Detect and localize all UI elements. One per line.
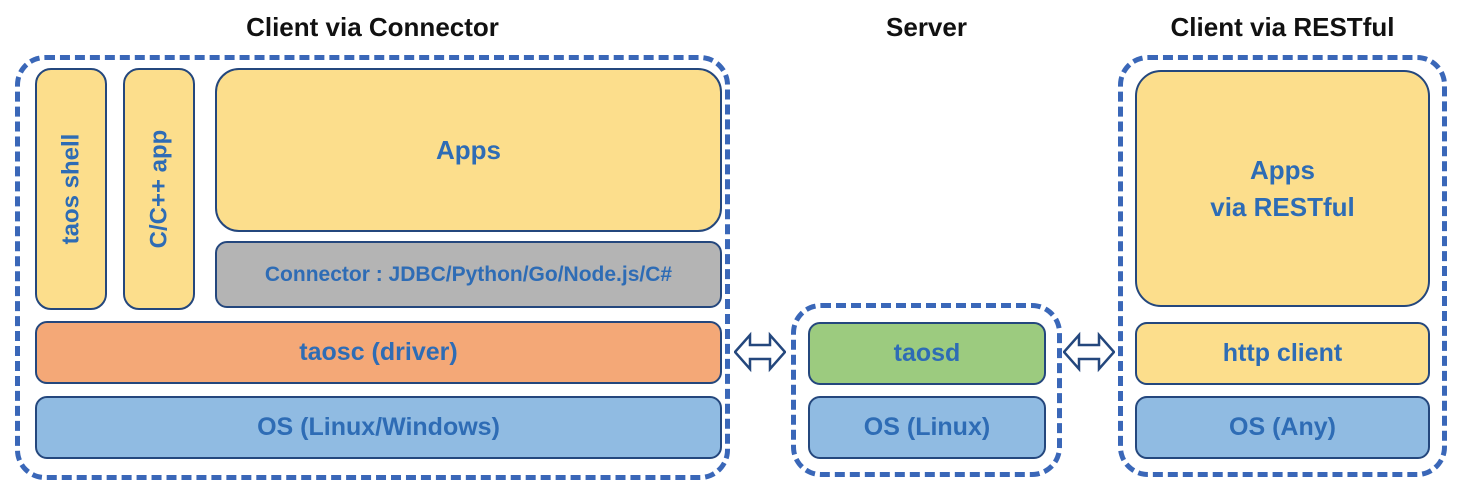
bidirectional-arrow-right-icon (1063, 331, 1115, 373)
client-via-restful-group (1118, 55, 1447, 477)
http-client-label: http client (1222, 339, 1343, 367)
taosd-box: taosd (808, 322, 1046, 385)
taosc-driver-box: taosc (driver) (35, 321, 722, 384)
apps-via-restful-line1: Apps (1249, 155, 1315, 186)
os-linux-windows-box: OS (Linux/Windows) (35, 396, 722, 459)
connector-box: Connector : JDBC/Python/Go/Node.js/C# (215, 241, 722, 308)
client-via-connector-group (15, 55, 730, 480)
section-title-server: Server (886, 12, 967, 42)
bidirectional-arrow-left-icon (734, 331, 786, 373)
cpp-app-label: C/C++ app (145, 129, 173, 249)
apps-box: Apps (215, 68, 722, 232)
os-any-box: OS (Any) (1135, 396, 1430, 459)
connector-label: Connector : JDBC/Python/Go/Node.js/C# (264, 262, 673, 286)
taosd-label: taosd (893, 339, 961, 367)
os-any-label: OS (Any) (1229, 413, 1336, 441)
apps-via-restful-label: Apps via RESTful (1210, 152, 1354, 225)
http-client-box: http client (1135, 322, 1430, 385)
os-linux-box: OS (Linux) (808, 396, 1046, 459)
taos-shell-label: taos shell (57, 133, 84, 245)
apps-via-restful-line2: via RESTful (1210, 191, 1355, 222)
taos-shell-box: taos shell (35, 68, 107, 310)
server-group (791, 303, 1062, 477)
os-linux-label: OS (Linux) (863, 413, 991, 441)
cpp-app-box: C/C++ app (123, 68, 195, 310)
apps-via-restful-box: Apps via RESTful (1135, 70, 1430, 307)
taosc-driver-label: taosc (driver) (299, 338, 458, 366)
section-title-client-via-restful: Client via RESTful (1170, 12, 1395, 42)
os-linux-windows-label: OS (Linux/Windows) (257, 413, 500, 441)
section-title-client-via-connector: Client via Connector (246, 12, 499, 42)
apps-label: Apps (436, 134, 501, 165)
